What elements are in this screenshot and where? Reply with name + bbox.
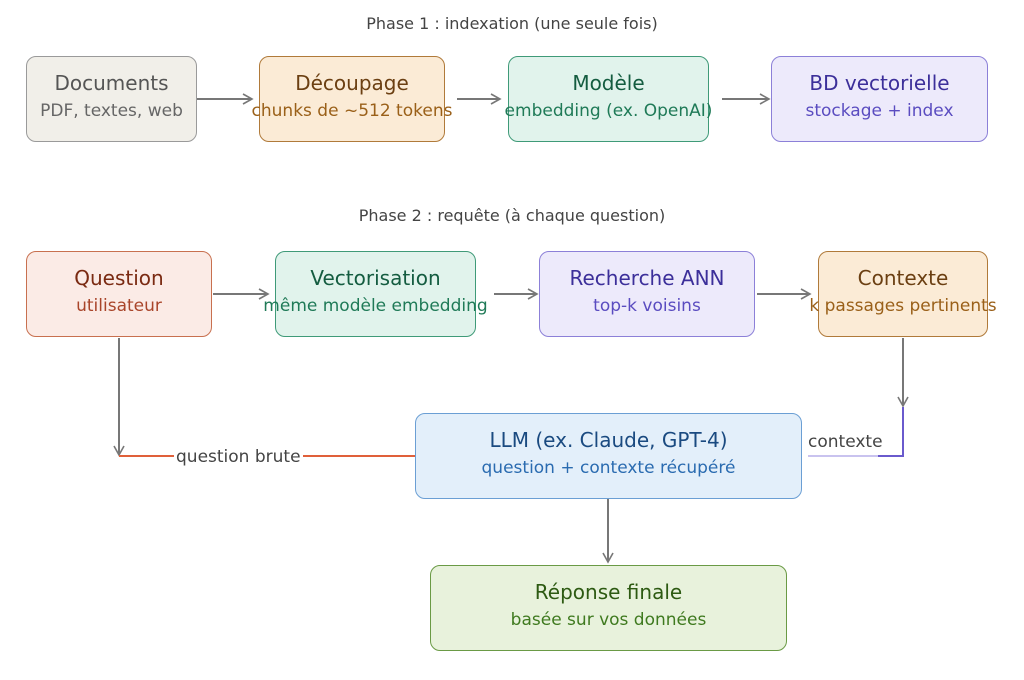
node-subtitle: top-k voisins bbox=[593, 296, 701, 316]
node-subtitle: chunks de ~512 tokens bbox=[251, 101, 453, 121]
node-title: Vectorisation bbox=[310, 266, 441, 290]
node-subtitle: k passages pertinents bbox=[809, 296, 997, 316]
node-subtitle: utilisateur bbox=[76, 296, 162, 316]
node-vectorisation: Vectorisation même modèle embedding bbox=[263, 251, 488, 337]
edge-label-question-brute: question brute bbox=[174, 447, 303, 467]
edge-contexte bbox=[878, 407, 904, 457]
node-title: Question bbox=[74, 266, 164, 290]
node-question: Question utilisateur bbox=[26, 251, 212, 337]
node-decoupage: Découpage chunks de ~512 tokens bbox=[252, 56, 452, 142]
node-reponse-finale: Réponse finale basée sur vos données bbox=[430, 565, 787, 651]
node-subtitle: basée sur vos données bbox=[510, 610, 707, 630]
node-title: Contexte bbox=[857, 266, 949, 290]
node-title: Documents bbox=[54, 71, 169, 95]
node-subtitle: stockage + index bbox=[805, 101, 954, 121]
node-title: LLM (ex. Claude, GPT-4) bbox=[489, 428, 728, 452]
node-title: Recherche ANN bbox=[569, 266, 725, 290]
node-subtitle: question + contexte récupéré bbox=[481, 458, 736, 478]
node-recherche-ann: Recherche ANN top-k voisins bbox=[539, 251, 755, 337]
node-modele: Modèle embedding (ex. OpenAI) bbox=[505, 56, 712, 142]
node-llm: LLM (ex. Claude, GPT-4) question + conte… bbox=[415, 413, 802, 499]
node-title: BD vectorielle bbox=[809, 71, 950, 95]
node-title: Modèle bbox=[572, 71, 645, 95]
node-title: Découpage bbox=[295, 71, 409, 95]
node-subtitle: même modèle embedding bbox=[263, 296, 488, 316]
node-documents: Documents PDF, textes, web bbox=[26, 56, 197, 142]
node-contexte: Contexte k passages pertinents bbox=[809, 251, 997, 337]
node-subtitle: embedding (ex. OpenAI) bbox=[504, 101, 713, 121]
node-title: Réponse finale bbox=[534, 580, 683, 604]
phase-1-title: Phase 1 : indexation (une seule fois) bbox=[366, 14, 658, 33]
node-bd-vectorielle: BD vectorielle stockage + index bbox=[771, 56, 988, 142]
node-subtitle: PDF, textes, web bbox=[40, 101, 183, 121]
phase-2-title: Phase 2 : requête (à chaque question) bbox=[358, 206, 666, 225]
edge-label-contexte: contexte bbox=[808, 432, 883, 452]
